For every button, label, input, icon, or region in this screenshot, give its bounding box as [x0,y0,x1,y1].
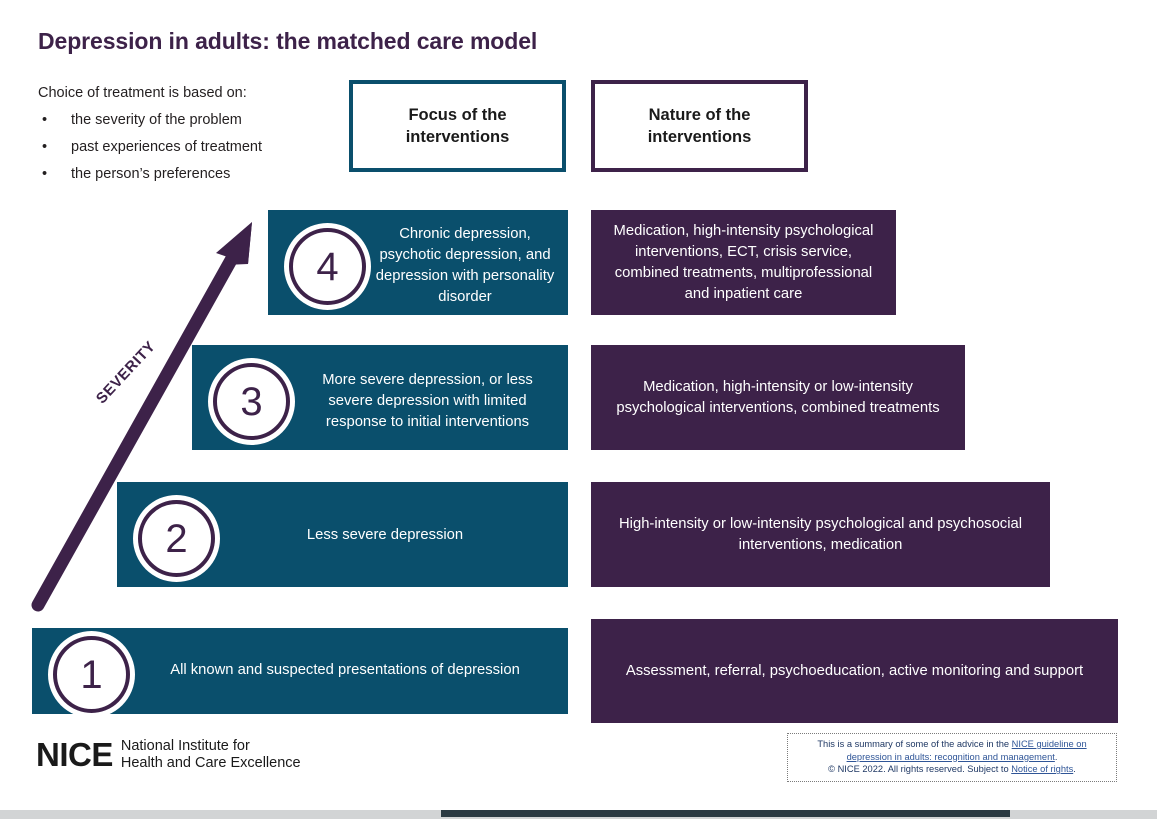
copyright-text-2: . [1054,751,1058,762]
nice-wordmark: NICE [36,736,113,773]
nice-strapline-line-1: National Institute for [120,738,250,754]
step-2-number-badge: 2 [138,500,215,577]
copyright-notice: This is a summary of some of the advice … [787,733,1117,782]
step-3-nature-bar: Medication, high-intensity or low-intens… [591,345,965,450]
column-header-focus: Focus of the interventions [349,80,566,172]
step-2-nature-bar: High-intensity or low-intensity psycholo… [591,482,1050,587]
step-4-nature-bar: Medication, high-intensity psychological… [591,210,896,315]
horizontal-scrollbar-thumb[interactable] [441,810,1010,817]
intro-lead: Choice of treatment is based on: [38,85,247,101]
step-4-focus-text: Chronic depression, psychotic depression… [375,226,555,305]
intro-block: Choice of treatment is based on: • the s… [38,83,338,188]
list-item: • past experiences of treatment [38,134,338,161]
nice-strapline: National Institute for Health and Care E… [121,738,301,772]
nice-guideline-link[interactable]: NICE guideline on depression in adults: … [846,739,1087,762]
copyright-text-4: . [1073,764,1076,775]
intro-bullet-list: • the severity of the problem • past exp… [38,107,338,188]
step-3-number-badge: 3 [213,363,290,440]
step-1-focus-text: All known and suspected presentations of… [170,662,520,678]
list-item: • the severity of the problem [38,107,338,134]
step-1-nature-bar: Assessment, referral, psychoeducation, a… [591,619,1118,723]
step-3-focus-text: More severe depression, or less severe d… [322,372,533,430]
step-1-number-badge: 1 [53,636,130,713]
column-header-nature: Nature of the interventions [591,80,808,172]
notice-of-rights-link[interactable]: Notice of rights [1011,764,1074,775]
severity-arrow-icon [31,222,252,612]
list-item-label: the severity of the problem [71,112,242,128]
bullet-icon: • [42,166,48,182]
copyright-text-3: © NICE 2022. All rights reserved. Subjec… [828,764,1012,775]
bullet-icon: • [42,139,48,155]
list-item-label: the person’s preferences [71,166,231,182]
page-title: Depression in adults: the matched care m… [38,28,538,54]
list-item: • the person’s preferences [38,161,338,188]
bullet-icon: • [42,112,48,128]
nice-strapline-line-2: Health and Care Excellence [120,755,301,771]
nice-logo: NICE National Institute for Health and C… [36,738,301,772]
copyright-text-1: This is a summary of some of the advice … [817,739,1012,749]
step-2-focus-text: Less severe depression [306,527,464,543]
list-item-label: past experiences of treatment [71,139,263,155]
step-4-number-badge: 4 [289,228,366,305]
